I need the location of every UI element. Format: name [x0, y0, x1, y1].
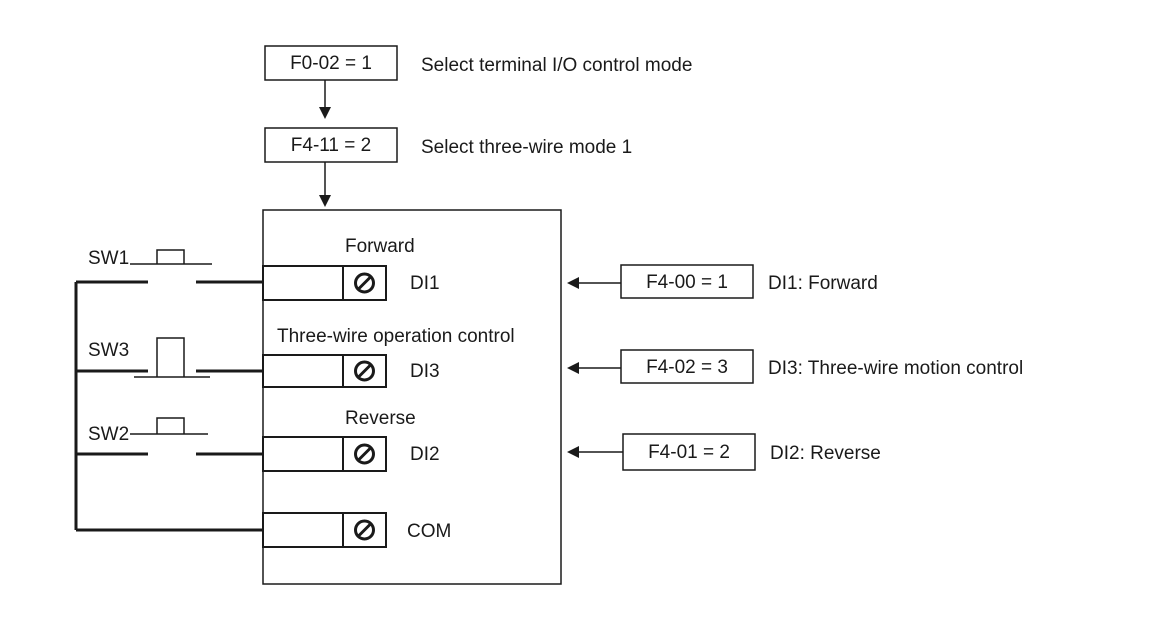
param-di2: F4-01 = 2 DI2: Reverse — [567, 433, 881, 471]
terminal-di3-block — [262, 354, 344, 388]
terminal-com-label: COM — [407, 521, 451, 542]
param-di1-box — [620, 264, 754, 299]
terminal-com-screw-box — [342, 512, 387, 548]
terminal-di3-label: DI3 — [410, 361, 440, 382]
config-step-1-description: Select terminal I/O control mode — [421, 55, 692, 76]
config-step-2-param: F4-11 = 2 — [291, 135, 371, 156]
switch-sw3-label: SW3 — [88, 340, 129, 361]
terminal-di2-label: DI2 — [410, 444, 440, 465]
config-step-1-param: F0-02 = 1 — [290, 53, 372, 74]
flow-arrow-1 — [319, 80, 331, 119]
terminal-com: COM — [262, 512, 451, 548]
terminal-di3-function-label: Three-wire operation control — [277, 326, 515, 347]
terminal-screw-icon — [354, 443, 375, 465]
switch-sw2-label: SW2 — [88, 424, 129, 445]
param-di2-value: F4-01 = 2 — [648, 442, 730, 463]
param-di3-value: F4-02 = 3 — [646, 357, 728, 378]
flow-arrow-2 — [319, 162, 331, 207]
switch-sw2: SW2 — [76, 417, 263, 456]
switch-sw1-label: SW1 — [88, 248, 129, 269]
switch-sw1: SW1 — [76, 248, 263, 284]
param-di3-box — [620, 349, 754, 384]
config-step-1: F0-02 = 1 Select terminal I/O control mo… — [264, 45, 692, 81]
config-step-2-description: Select three-wire mode 1 — [421, 137, 632, 158]
param-di2-description: DI2: Reverse — [770, 443, 881, 464]
config-step-2: F4-11 = 2 Select three-wire mode 1 — [264, 127, 632, 163]
terminal-screw-icon — [354, 360, 375, 382]
terminal-di2-block — [262, 436, 344, 472]
param-di1: F4-00 = 1 DI1: Forward — [567, 264, 878, 299]
terminal-com-block — [262, 512, 344, 548]
switch-sw3: SW3 — [76, 337, 263, 378]
switch-sw3-button — [156, 337, 185, 377]
terminal-di2-function-label: Reverse — [345, 408, 416, 429]
terminal-screw-icon — [354, 519, 375, 541]
param-di3: F4-02 = 3 DI3: Three-wire motion control — [567, 349, 1023, 384]
param-di3-description: DI3: Three-wire motion control — [768, 358, 1023, 379]
common-bus-wire — [74, 282, 263, 532]
switch-sw1-button — [156, 249, 185, 264]
terminal-di1: Forward DI1 — [262, 236, 440, 301]
terminal-di1-label: DI1 — [410, 273, 440, 294]
param-di1-value: F4-00 = 1 — [646, 272, 728, 293]
terminal-di1-function-label: Forward — [345, 236, 415, 257]
config-step-2-box — [264, 127, 398, 163]
param-di1-description: DI1: Forward — [768, 273, 878, 294]
terminal-di2: Reverse DI2 — [262, 408, 440, 472]
terminal-screw-icon — [354, 272, 375, 294]
drive-terminal-block — [262, 209, 562, 585]
switch-sw2-button — [156, 417, 185, 434]
config-step-1-box — [264, 45, 398, 81]
terminal-di3: Three-wire operation control DI3 — [262, 326, 515, 388]
terminal-di1-block — [262, 265, 344, 301]
